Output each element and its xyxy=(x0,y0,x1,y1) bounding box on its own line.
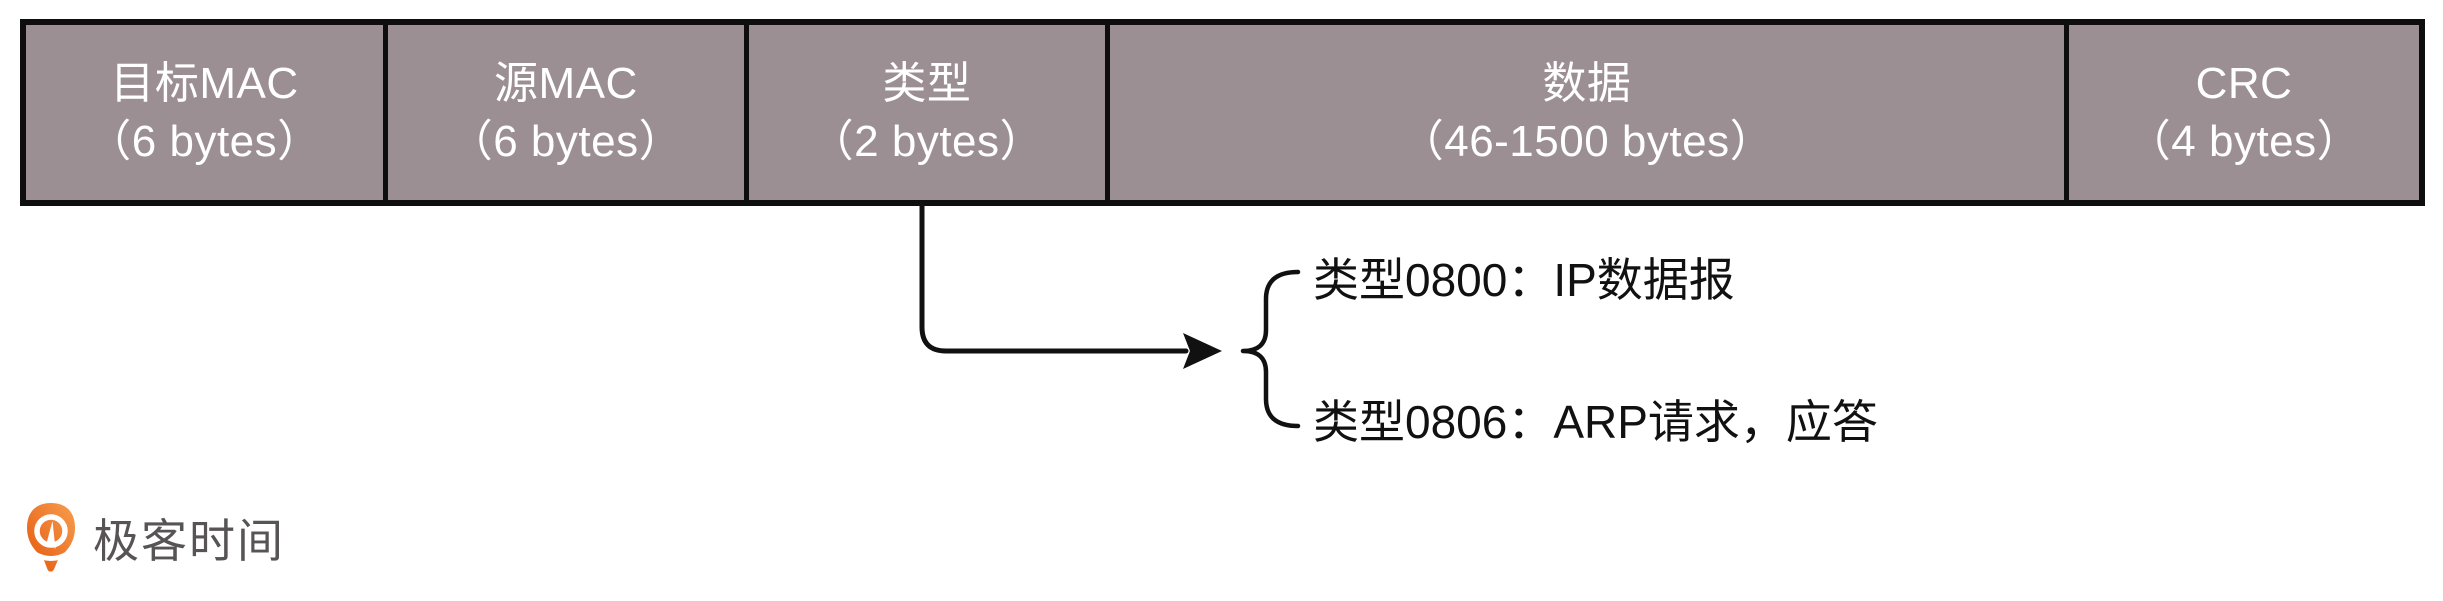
field-src-mac-size: （6 bytes） xyxy=(448,116,684,166)
field-data-name: 数据 xyxy=(1542,59,1632,109)
logo-ring xyxy=(34,514,68,548)
type-elbow-line xyxy=(919,200,1189,354)
field-crc-size: （4 bytes） xyxy=(2126,116,2362,166)
field-data: 数据 （46-1500 bytes） xyxy=(1110,25,2069,200)
field-dest-mac: 目标MAC （6 bytes） xyxy=(26,25,388,200)
logo-smile xyxy=(32,551,70,561)
field-data-size: （46-1500 bytes） xyxy=(1399,116,1775,166)
geektime-logo-icon xyxy=(27,503,75,572)
field-dest-mac-name: 目标MAC xyxy=(110,59,299,109)
field-src-mac: 源MAC （6 bytes） xyxy=(388,25,749,200)
type-0806-annotation: 类型0806：ARP请求，应答 xyxy=(1313,396,1878,448)
curly-brace-icon xyxy=(1240,269,1301,429)
field-type-name: 类型 xyxy=(882,59,972,109)
field-dest-mac-size: （6 bytes） xyxy=(87,116,322,166)
type-0800-annotation: 类型0800：IP数据报 xyxy=(1313,254,1735,306)
field-type: 类型 （2 bytes） xyxy=(749,25,1110,200)
ethernet-frame-table: 目标MAC （6 bytes） 源MAC （6 bytes） 类型 （2 byt… xyxy=(20,19,2425,206)
geektime-logo-text: 极客时间 xyxy=(93,515,285,567)
field-crc: CRC （4 bytes） xyxy=(2069,25,2419,200)
logo-needle xyxy=(45,521,56,549)
arrowhead-icon xyxy=(1183,333,1222,369)
field-crc-name: CRC xyxy=(2195,59,2293,109)
field-type-size: （2 bytes） xyxy=(809,116,1045,166)
geektime-logo: 极客时间 xyxy=(26,501,285,575)
field-src-mac-name: 源MAC xyxy=(494,59,638,109)
